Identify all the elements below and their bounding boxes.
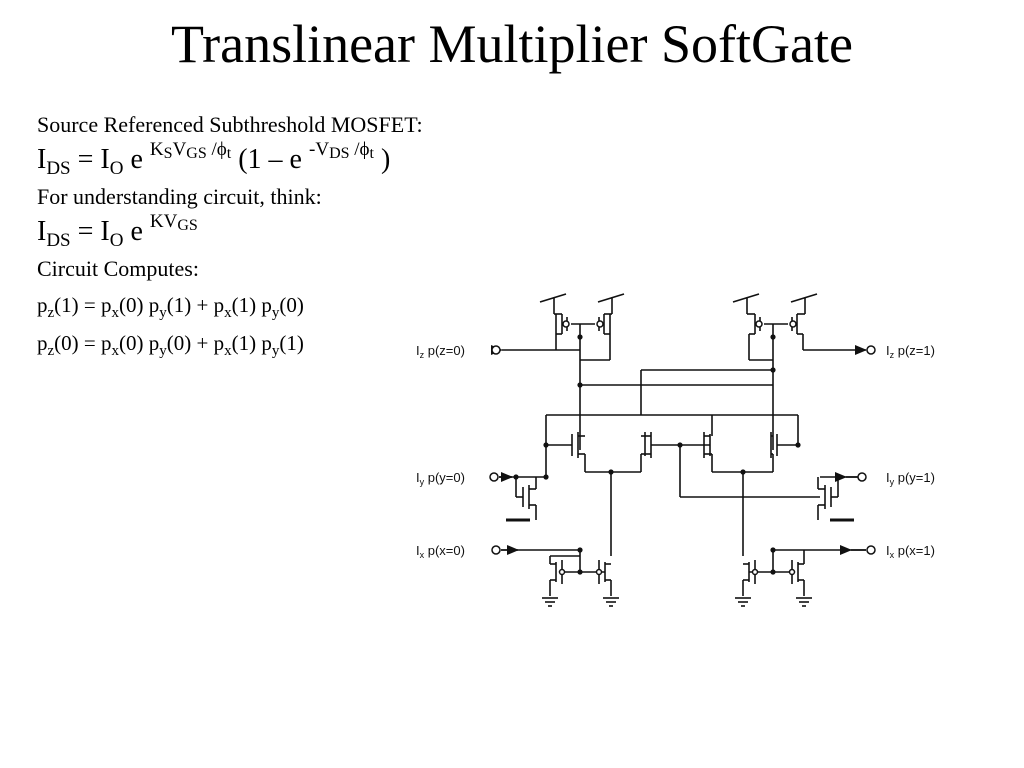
computes-heading: Circuit Computes: — [37, 256, 199, 281]
nmos-diode-y-left — [499, 476, 546, 522]
nmos-pair-x-right — [735, 549, 866, 607]
nmos-pair-x-left — [501, 549, 619, 607]
label-iy0: Iy p(y=0) — [416, 470, 465, 487]
label-iz0: Iz p(z=0) — [416, 343, 465, 360]
equation-simple: IDS = IO e KVGS — [37, 211, 198, 251]
understanding-heading: For understanding circuit, think: — [37, 184, 322, 209]
subthreshold-heading: Source Referenced Subthreshold MOSFET: — [37, 112, 423, 137]
page-title: Translinear Multiplier SoftGate — [171, 14, 853, 74]
label-ix1: Ix p(x=1) — [886, 543, 935, 560]
terminal-nodes — [489, 320, 876, 576]
nmos-diode-y-right — [817, 476, 858, 522]
equation-full: IDS = IO e KSVGS /ϕt (1 – e -VDS /ϕt ) — [37, 139, 391, 179]
differential-pairs — [545, 369, 820, 556]
label-iy1: Iy p(y=1) — [886, 470, 935, 487]
label-ix0: Ix p(x=0) — [416, 543, 465, 560]
pmos-mirror-left — [491, 293, 625, 450]
pmos-mirror-right — [732, 293, 867, 450]
label-iz1: Iz p(z=1) — [886, 343, 935, 360]
probability-z0: pz(0) = px(0) py(0) + px(1) py(1) — [37, 331, 304, 359]
junction-dots — [513, 334, 841, 575]
probability-z1: pz(1) = px(0) py(1) + px(1) py(0) — [37, 293, 304, 321]
